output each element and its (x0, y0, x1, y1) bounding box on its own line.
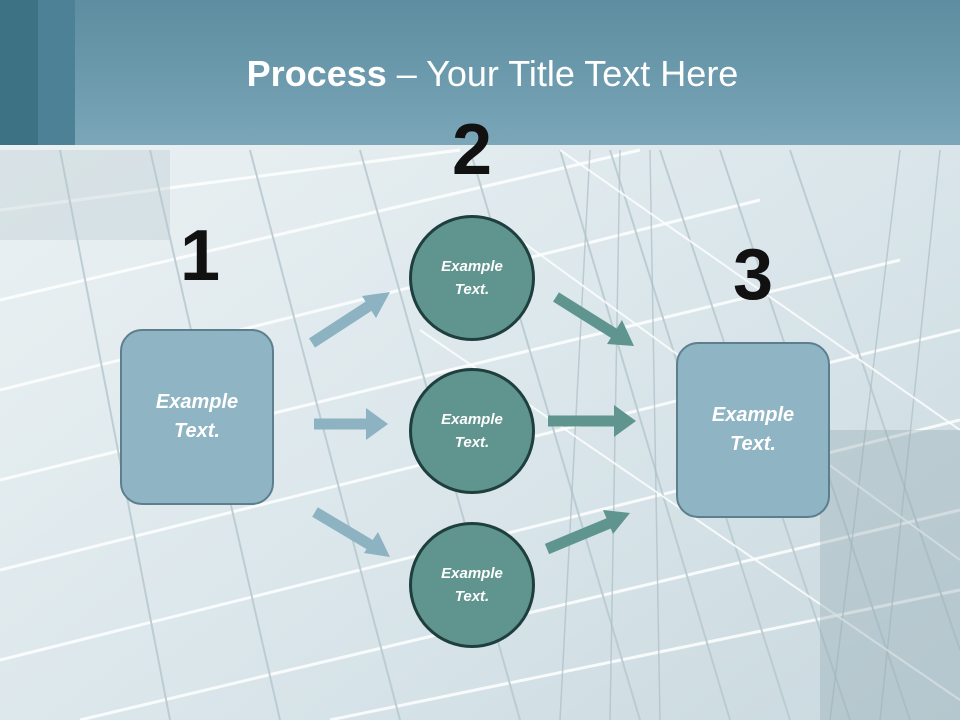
step-number-1: 1 (179, 216, 221, 296)
arrow-left-to-top (309, 292, 390, 348)
box-text: Example Text. (155, 391, 239, 442)
title-bold: Process (246, 53, 387, 94)
step-number-2: 2 (451, 110, 493, 190)
process-circle-middle: Example Text. (409, 368, 535, 494)
arrow-left-to-middle (314, 408, 388, 440)
step-number-3: 3 (732, 235, 774, 315)
process-box-start: Example Text. (120, 329, 274, 505)
process-circle-bottom: Example Text. (409, 522, 535, 648)
arrow-middle-to-right (548, 405, 636, 437)
header-accent (38, 0, 75, 145)
circle-text: Example Text. (441, 258, 503, 298)
arrow-top-to-right (553, 292, 634, 346)
circle-text: Example Text. (441, 411, 503, 451)
title-rest: – Your Title Text Here (386, 53, 739, 94)
slide-title: Process – Your Title Text Here (0, 52, 960, 96)
header-accent (0, 0, 38, 145)
box-text: Example Text. (711, 404, 795, 455)
header-band (0, 0, 960, 145)
process-box-end: Example Text. (676, 342, 830, 518)
process-circle-top: Example Text. (409, 215, 535, 341)
arrow-left-to-bottom (312, 507, 390, 557)
arrow-bottom-to-right (544, 510, 630, 555)
circle-text: Example Text. (441, 565, 503, 605)
